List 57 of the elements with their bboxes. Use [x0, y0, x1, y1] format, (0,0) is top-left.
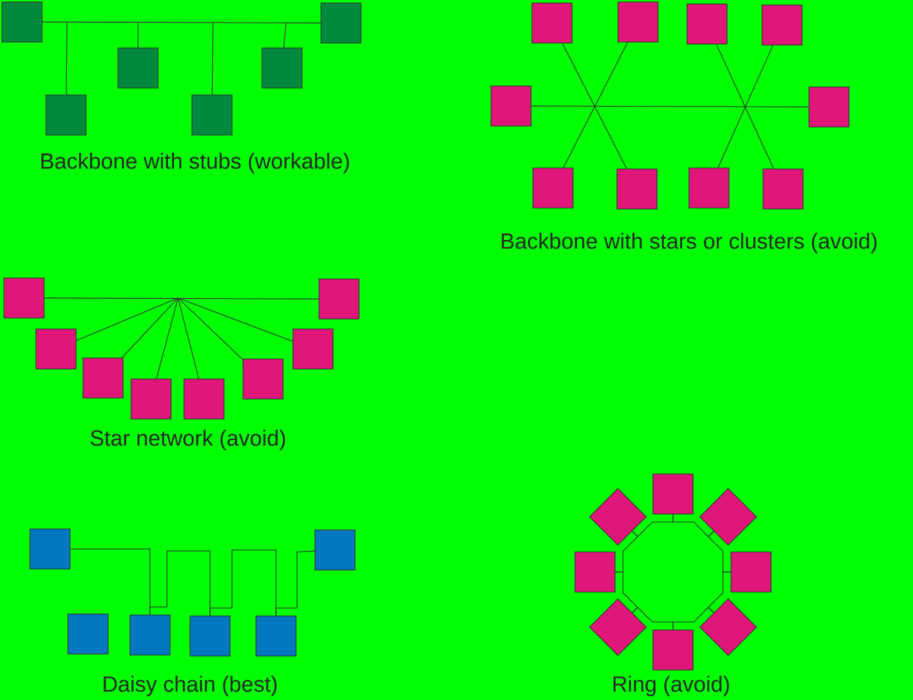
cable-line [156, 298, 178, 379]
node-box [130, 614, 170, 656]
node-box [36, 328, 76, 370]
node-box [699, 598, 757, 656]
cable-line [210, 550, 276, 616]
node-box [762, 4, 802, 46]
caption: Daisy chain (best) [104, 676, 277, 696]
node-box [688, 168, 730, 208]
node-box [30, 528, 70, 570]
node-box [256, 616, 296, 656]
node-box [532, 168, 574, 208]
cable-line [531, 106, 809, 108]
node-box [190, 616, 230, 656]
node-box [192, 94, 232, 136]
node-box [46, 94, 86, 136]
cable-line [42, 22, 321, 24]
node-box [82, 358, 124, 398]
cable-line [276, 550, 315, 616]
node-box [490, 86, 532, 126]
node-box [2, 2, 42, 42]
cable-line [178, 298, 243, 360]
cable-line [178, 298, 200, 379]
cable-line [283, 22, 286, 48]
cable-line [66, 22, 68, 95]
node-box [616, 168, 658, 210]
node-box [292, 328, 334, 370]
node-box [314, 530, 356, 570]
node-box [762, 168, 804, 210]
node-box [652, 630, 694, 670]
caption: Backbone with stars or clusters (avoid) [502, 232, 876, 254]
node-box [532, 2, 572, 44]
node-box [589, 598, 647, 656]
node-box [808, 86, 850, 128]
node-box [652, 474, 694, 514]
node-box [618, 2, 658, 42]
cable-line [76, 298, 178, 341]
node-box [320, 2, 362, 44]
node-box [262, 48, 302, 88]
cable-line [632, 514, 674, 538]
node-box [4, 278, 44, 318]
node-box [574, 552, 616, 592]
node-box [730, 552, 772, 592]
caption: Backbone with stubs (workable) [42, 152, 349, 174]
caption: Star network (avoid) [90, 430, 286, 450]
node-box [68, 614, 108, 654]
cable-line [178, 298, 293, 342]
cable-line [150, 550, 210, 616]
cable-line [122, 298, 178, 358]
cable-line [44, 298, 319, 300]
node-box [130, 378, 172, 420]
node-box [686, 4, 728, 44]
node-box [184, 378, 224, 420]
node-box [242, 358, 284, 400]
node-box [318, 278, 360, 320]
cable-line [212, 22, 214, 95]
node-box [118, 48, 158, 88]
caption: Ring (avoid) [614, 676, 729, 696]
